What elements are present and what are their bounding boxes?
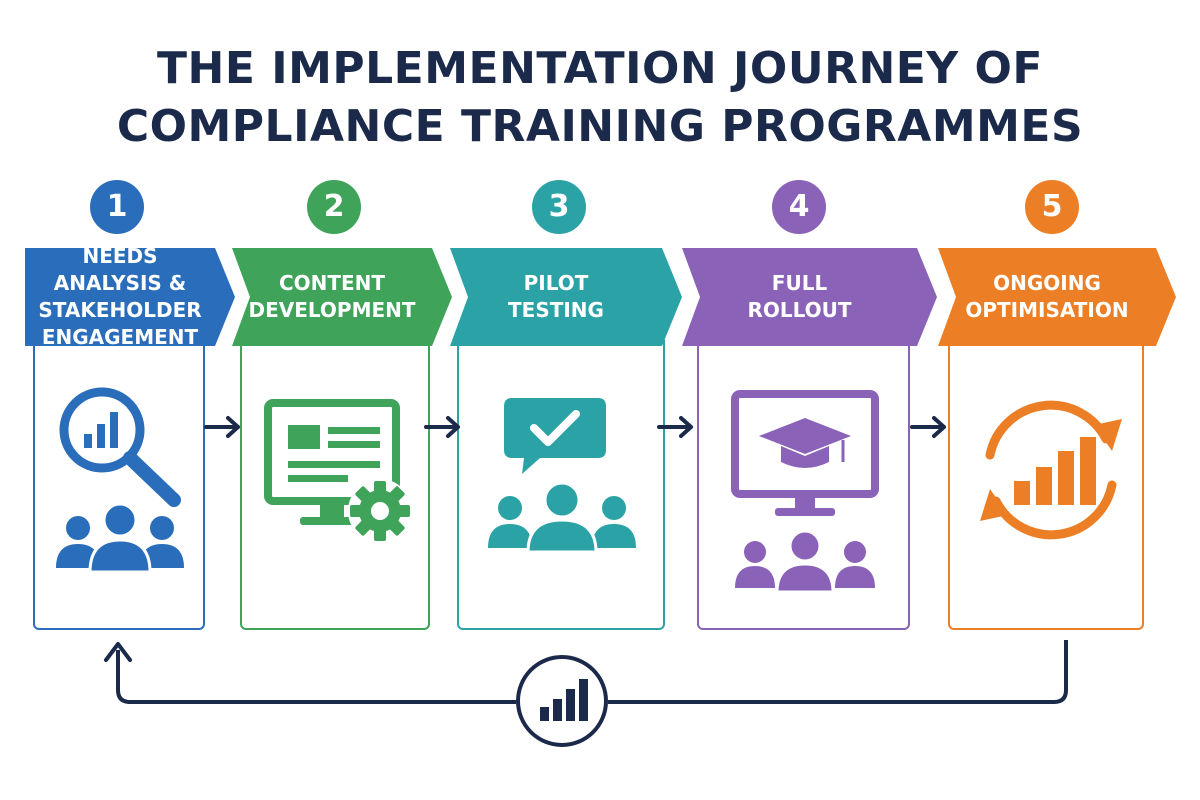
- step-1-banner: NEEDS ANALYSIS & STAKEHOLDER ENGAGEMENT: [25, 248, 235, 346]
- arrow-right-icon: [910, 416, 946, 438]
- step-3-number: 3: [532, 180, 586, 234]
- step-4-banner: FULL ROLLOUT: [682, 248, 937, 346]
- step-1-box: [33, 340, 205, 630]
- step-2-label-line-2: DEVELOPMENT: [248, 298, 416, 322]
- step-4-label-line-1: FULL: [771, 271, 828, 295]
- step-5-number: 5: [1025, 180, 1079, 234]
- step-1-label-line-3: ENGAGEMENT: [41, 325, 199, 349]
- monitor-graduation-cap-users-icon: [731, 390, 879, 594]
- step-5-banner: ONGOING OPTIMISATION: [938, 248, 1176, 346]
- step-3-label-line-1: PILOT: [523, 271, 589, 295]
- step-1-label-line-1: NEEDS ANALYSIS &: [53, 244, 187, 295]
- step-1-label-line-2: STAKEHOLDER: [38, 298, 202, 322]
- step-2-label-line-1: CONTENT: [278, 271, 386, 295]
- arrow-right-icon: [204, 416, 240, 438]
- checkmark-bubble-users-icon: [488, 398, 636, 554]
- step-5-label-line-1: ONGOING: [993, 271, 1101, 295]
- feedback-hub: [516, 655, 608, 747]
- monitor-gear-icon: [264, 399, 412, 543]
- diagram-title: THE IMPLEMENTATION JOURNEY OF COMPLIANCE…: [0, 40, 1200, 156]
- arrow-right-icon: [657, 416, 693, 438]
- cycle-bar-chart-icon: [980, 400, 1122, 540]
- arrow-right-icon: [424, 416, 460, 438]
- step-1-number: 1: [90, 180, 144, 234]
- step-4-label-line-2: ROLLOUT: [747, 298, 852, 322]
- step-2-number: 2: [307, 180, 361, 234]
- bar-chart-icon: [540, 679, 588, 721]
- step-2-banner: CONTENT DEVELOPMENT: [232, 248, 452, 346]
- title-text: THE IMPLEMENTATION JOURNEY OF COMPLIANCE…: [116, 43, 1084, 152]
- step-3-label-line-2: TESTING: [508, 298, 604, 322]
- magnifier-chart-users-icon: [56, 387, 184, 574]
- step-5-label-line-2: OPTIMISATION: [965, 298, 1129, 322]
- step-4-number: 4: [772, 180, 826, 234]
- step-3-banner: PILOT TESTING: [450, 248, 682, 346]
